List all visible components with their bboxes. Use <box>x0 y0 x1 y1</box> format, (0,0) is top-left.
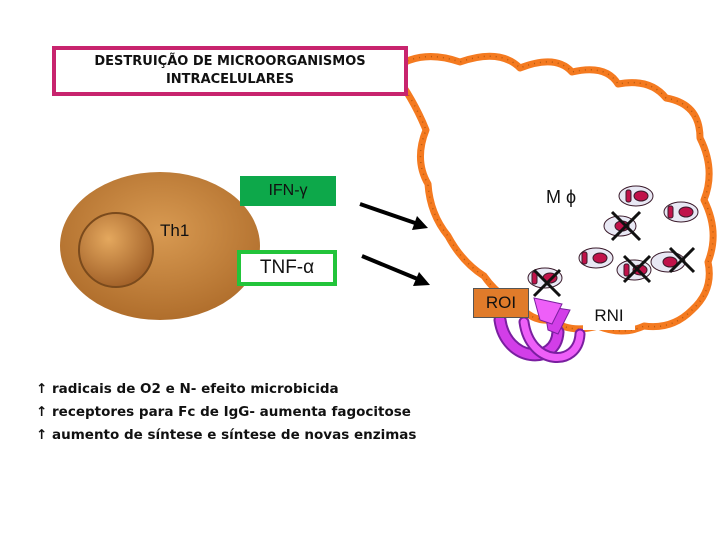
th1-nucleus <box>78 212 154 288</box>
effect-text: radicais de O2 e N- efeito microbicida <box>52 381 339 397</box>
title-line-1: DESTRUIÇÃO DE MICROORGANISMOS <box>94 54 366 69</box>
x-mark-icon <box>532 268 562 298</box>
title-box: DESTRUIÇÃO DE MICROORGANISMOS INTRACELUL… <box>52 46 408 96</box>
ifn-gamma-box: IFN-γ <box>240 176 336 206</box>
effect-text: receptores para Fc de IgG- aumenta fagoc… <box>52 404 411 420</box>
tnf-arrow <box>361 254 430 286</box>
macrophage-outline <box>388 52 717 335</box>
effects-list: ↑radicais de O2 e N- efeito microbicida … <box>36 378 416 447</box>
roi-label: ROI <box>485 293 517 312</box>
th1-label: Th1 <box>160 221 190 240</box>
effect-item: ↑receptores para Fc de IgG- aumenta fago… <box>36 401 416 424</box>
up-arrow-icon: ↑ <box>36 404 48 420</box>
x-mark-icon <box>622 254 652 284</box>
x-mark-icon <box>668 246 696 274</box>
ifn-gamma-label: IFN-γ <box>268 182 308 199</box>
effect-text: aumento de síntese e síntese de novas en… <box>52 427 417 443</box>
up-arrow-icon: ↑ <box>36 427 48 443</box>
macrophage-label: M ϕ <box>540 186 583 209</box>
tnf-alpha-label: TNF-α <box>259 257 315 278</box>
tnf-alpha-box: TNF-α <box>237 250 337 286</box>
killed-markers <box>532 210 696 298</box>
bacterium <box>618 185 654 207</box>
effect-item: ↑radicais de O2 e N- efeito microbicida <box>36 378 416 401</box>
rni-box: RNI <box>583 302 635 330</box>
bacterium <box>663 201 699 223</box>
bacterium <box>578 247 614 269</box>
x-mark-icon <box>610 210 642 242</box>
title-line-2: INTRACELULARES <box>165 72 295 87</box>
up-arrow-icon: ↑ <box>36 381 48 397</box>
roi-arrows <box>493 297 586 363</box>
effect-item: ↑aumento de síntese e síntese de novas e… <box>36 424 416 447</box>
roi-box: ROI <box>473 288 529 318</box>
bacteria-group <box>527 185 699 289</box>
rni-label: RNI <box>594 306 624 325</box>
ifn-arrow <box>359 202 428 230</box>
